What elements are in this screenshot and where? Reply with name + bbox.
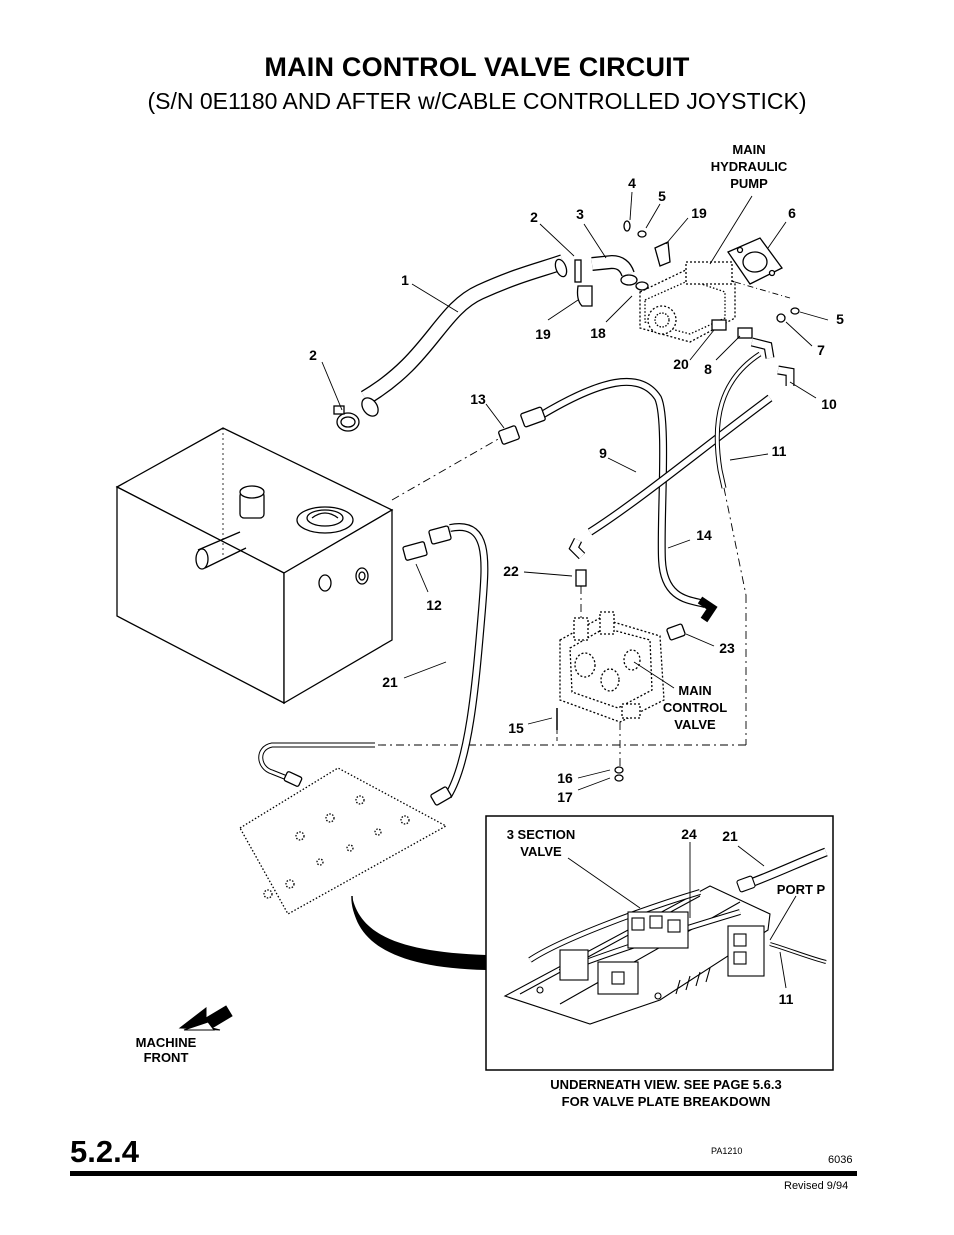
leader-lines xyxy=(321,191,829,989)
elbow-fitting xyxy=(591,254,649,291)
callout-21: 21 xyxy=(382,674,398,690)
valve-plate xyxy=(239,742,448,915)
fitting-13 xyxy=(391,425,520,501)
callout-11: 11 xyxy=(772,443,787,459)
inset-caption-line-2: FOR VALVE PLATE BREAKDOWN xyxy=(561,1094,771,1109)
inset-caption-line-1: UNDERNEATH VIEW. SEE PAGE 5.6.3 xyxy=(550,1077,782,1092)
callout-15: 15 xyxy=(508,720,524,736)
callout-12: 12 xyxy=(426,597,442,613)
callout-19: 19 xyxy=(691,205,707,221)
callout-1: 1 xyxy=(401,272,409,288)
callout-22: 22 xyxy=(503,563,519,579)
page-title: MAIN CONTROL VALVE CIRCUIT xyxy=(264,52,690,82)
label-3-section-valve-1: 3 SECTION xyxy=(507,827,576,842)
callout-10: 10 xyxy=(821,396,837,412)
callout-19: 19 xyxy=(535,326,551,342)
callout-23: 23 xyxy=(719,640,735,656)
diagram-labels: MAIN HYDRAULIC PUMP MAIN CONTROL VALVE M… xyxy=(136,142,844,1065)
callout-3: 3 xyxy=(576,206,584,222)
label-3-section-valve-2: VALVE xyxy=(520,844,562,859)
revised-date: Revised 9/94 xyxy=(784,1180,849,1192)
callout-6: 6 xyxy=(788,205,796,221)
machine-front-arrow xyxy=(178,1005,233,1031)
suction-hose xyxy=(360,254,568,417)
label-main-hydraulic-pump-2: HYDRAULIC xyxy=(711,159,788,174)
label-main-hydraulic-pump-3: PUMP xyxy=(730,176,768,191)
callout-14: 14 xyxy=(696,527,712,543)
callout-5: 5 xyxy=(658,188,666,204)
callout-21: 21 xyxy=(722,828,738,844)
callout-13: 13 xyxy=(470,391,486,407)
label-main-control-valve-1: MAIN xyxy=(678,683,711,698)
callout-9: 9 xyxy=(599,445,607,461)
callout-18: 18 xyxy=(590,325,606,341)
main-hydraulic-pump xyxy=(639,261,791,343)
callout-7: 7 xyxy=(817,342,825,358)
callout-20: 20 xyxy=(673,356,689,372)
hose-21 xyxy=(402,523,489,806)
doc-code: 6036 xyxy=(828,1154,853,1166)
hose-14 xyxy=(520,377,718,623)
clamp-hardware xyxy=(574,220,800,323)
pump-fittings xyxy=(711,319,795,386)
label-main-control-valve-2: CONTROL xyxy=(663,700,727,715)
callout-4: 4 xyxy=(628,175,636,191)
page-subtitle: (S/N 0E1180 AND AFTER w/CABLE CONTROLLED… xyxy=(147,88,807,114)
callout-2: 2 xyxy=(530,209,538,225)
label-port-p: PORT P xyxy=(777,882,826,897)
label-machine-front-2: FRONT xyxy=(144,1050,189,1065)
label-machine-front-1: MACHINE xyxy=(136,1035,197,1050)
pump-gasket xyxy=(727,237,783,285)
page-number: 5.2.4 xyxy=(70,1134,139,1169)
callout-16: 16 xyxy=(557,770,573,786)
hydraulic-tank xyxy=(115,427,394,705)
pa-code: PA1210 xyxy=(711,1146,743,1156)
control-cable-11 xyxy=(375,351,762,746)
callout-17: 17 xyxy=(557,789,573,805)
label-main-hydraulic-pump-1: MAIN xyxy=(732,142,765,157)
hose-9 xyxy=(568,394,773,560)
callout-8: 8 xyxy=(704,361,712,377)
hose-clamp xyxy=(333,405,360,432)
label-main-control-valve-3: VALVE xyxy=(674,717,716,732)
footer-rule xyxy=(70,1171,857,1176)
valve-fittings xyxy=(556,569,686,782)
main-control-valve xyxy=(559,611,665,723)
inset-drawing xyxy=(503,847,828,1025)
callout-2: 2 xyxy=(309,347,317,363)
inset-caption: UNDERNEATH VIEW. SEE PAGE 5.6.3 FOR VALV… xyxy=(486,1076,846,1110)
callout-5: 5 xyxy=(836,311,844,327)
callout-11: 11 xyxy=(779,991,794,1007)
callout-24: 24 xyxy=(681,826,697,842)
